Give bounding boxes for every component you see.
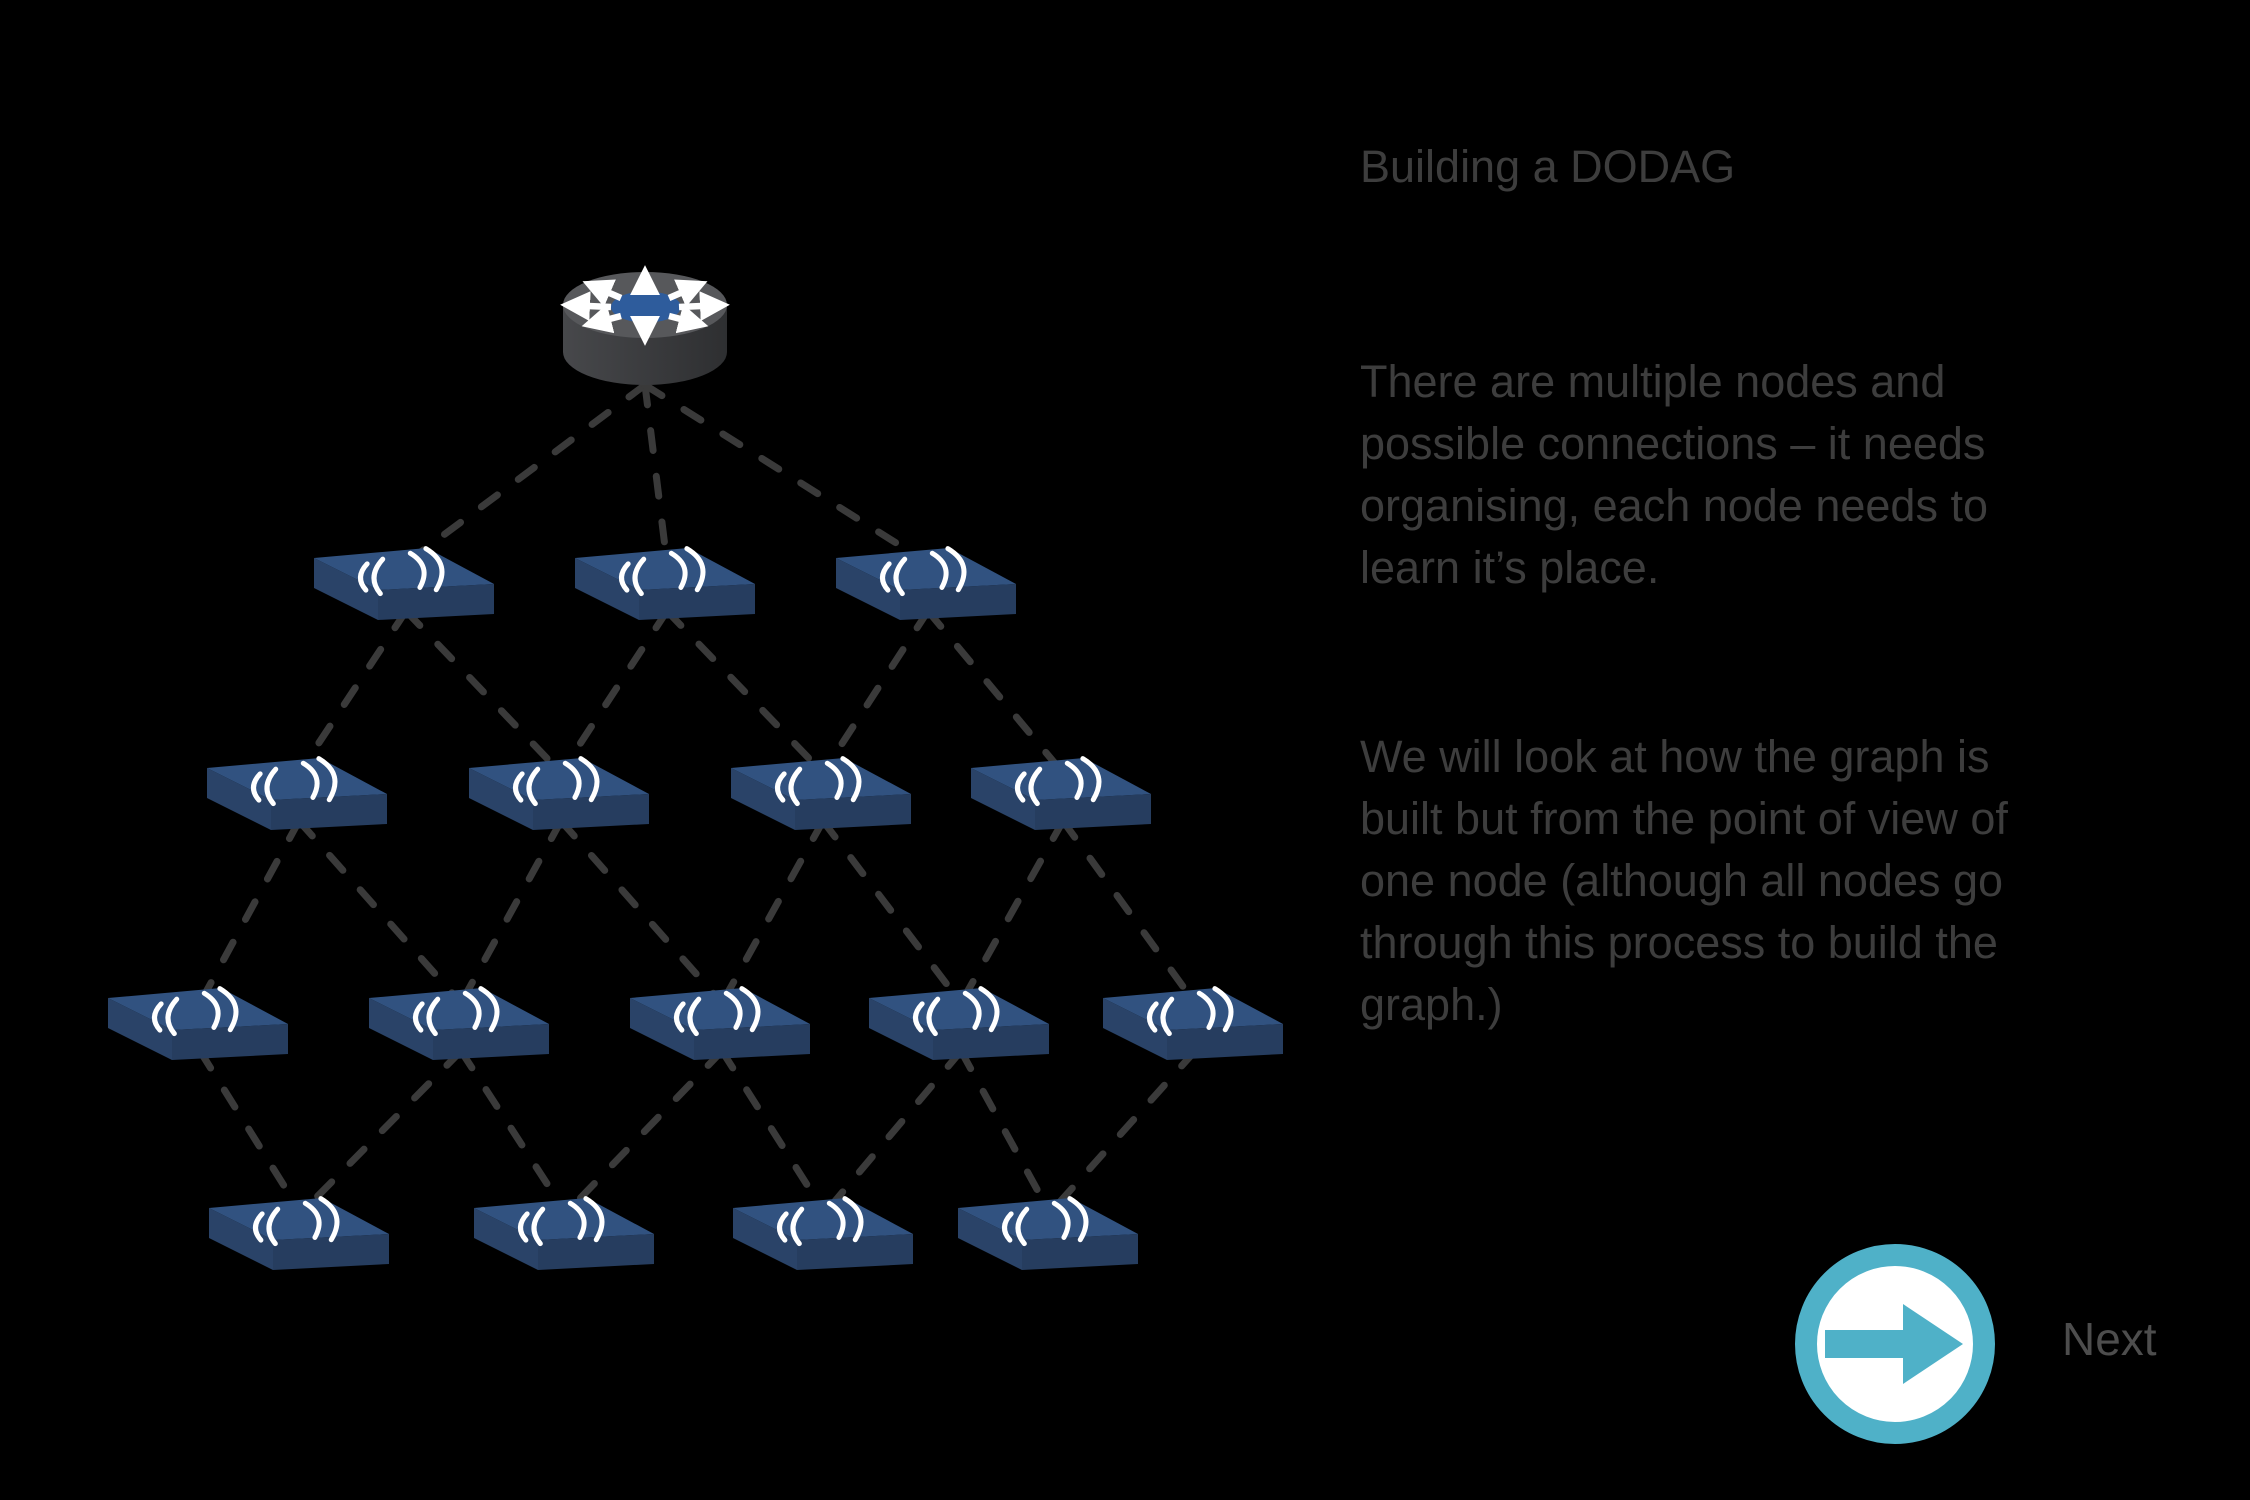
wireless-node-icon	[469, 757, 649, 830]
edge-line	[957, 1047, 1054, 1217]
edge-line	[641, 381, 932, 567]
wireless-node-icon	[1103, 987, 1283, 1060]
wireless-node-icon	[207, 757, 387, 830]
edge-line	[562, 1047, 726, 1217]
wireless-node-icon	[369, 987, 549, 1060]
paragraph-1: There are multiple nodes and possible co…	[1360, 356, 1988, 593]
wireless-node-icon	[474, 1197, 654, 1270]
edge-line	[924, 607, 1067, 777]
edge-line	[641, 381, 671, 567]
wireless-node-icon	[108, 987, 288, 1060]
router-arrows	[560, 265, 730, 346]
edge-line	[821, 1047, 965, 1217]
edge-line	[718, 817, 827, 1007]
wireless-node-icon	[630, 987, 810, 1060]
wireless-nodes	[108, 547, 1283, 1270]
wireless-node-icon	[209, 1197, 389, 1270]
edge-line	[1059, 817, 1199, 1007]
edge-line	[457, 1047, 570, 1217]
edge-line	[819, 607, 932, 777]
edge-line	[1046, 1047, 1199, 1217]
edge-lines	[196, 381, 1199, 1217]
edge-line	[196, 817, 303, 1007]
text-column: Building a DODAG There are multiple node…	[1360, 80, 2250, 1163]
edge-line	[295, 817, 465, 1007]
edge-line	[402, 381, 649, 567]
next-button[interactable]	[1795, 1244, 1995, 1444]
edge-line	[957, 817, 1067, 1007]
wireless-node-icon	[971, 757, 1151, 830]
edge-line	[663, 607, 827, 777]
wireless-node-icon	[731, 757, 911, 830]
edge-line	[295, 607, 410, 777]
page-title: Building a DODAG	[1360, 141, 1736, 192]
wireless-node-icon	[733, 1197, 913, 1270]
wireless-node-icon	[314, 547, 494, 620]
root-router-icon	[560, 265, 730, 385]
wireless-node-icon	[869, 987, 1049, 1060]
wireless-node-icon	[836, 547, 1016, 620]
paragraph-2: We will look at how the graph is built b…	[1360, 731, 2008, 1030]
edge-line	[196, 1047, 305, 1217]
arrow-right-icon	[1795, 1244, 1995, 1444]
edge-line	[557, 817, 726, 1007]
edge-line	[457, 817, 565, 1007]
edge-line	[718, 1047, 829, 1217]
wireless-node-icon	[958, 1197, 1138, 1270]
edge-line	[819, 817, 965, 1007]
wireless-node-icon	[575, 547, 755, 620]
edge-line	[557, 607, 671, 777]
next-label: Next	[2062, 1313, 2157, 1365]
edge-line	[297, 1047, 465, 1217]
edge-line	[402, 607, 565, 777]
